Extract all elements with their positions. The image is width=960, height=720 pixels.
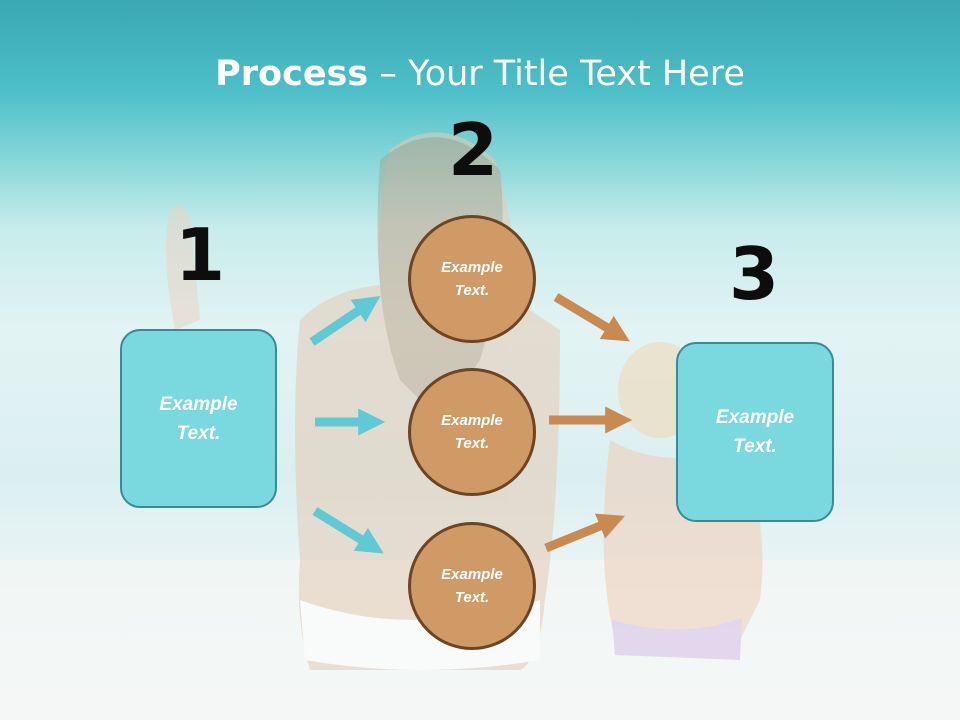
step-number-2: 2 bbox=[447, 108, 499, 192]
circle-1-line1: Example bbox=[441, 259, 503, 276]
circle-2-line2: Text. bbox=[454, 435, 490, 452]
circle-2-line1: Example bbox=[441, 412, 503, 429]
arrow-box1-to-circle1 bbox=[309, 295, 381, 346]
circle-3-line1: Example bbox=[441, 566, 503, 583]
right-box-line2: Text. bbox=[733, 436, 777, 457]
title-rest: – Your Title Text Here bbox=[368, 54, 745, 94]
left-box-line1: Example bbox=[159, 393, 238, 415]
circle-1-line2: Text. bbox=[454, 282, 490, 299]
step-number-1: 1 bbox=[174, 213, 226, 297]
circle-3-line2: Text. bbox=[454, 589, 490, 606]
arrow-circle1-to-box3 bbox=[553, 293, 630, 342]
title-bold: Process bbox=[215, 54, 369, 94]
left-box-line2: Text. bbox=[176, 422, 221, 444]
right-box-line1: Example bbox=[715, 407, 795, 428]
step-number-3: 3 bbox=[728, 232, 780, 316]
arrow-circle3-to-box3 bbox=[544, 513, 626, 553]
page-title: Process – Your Title Text Here bbox=[0, 52, 960, 96]
arrow-box1-to-circle3 bbox=[312, 507, 384, 554]
